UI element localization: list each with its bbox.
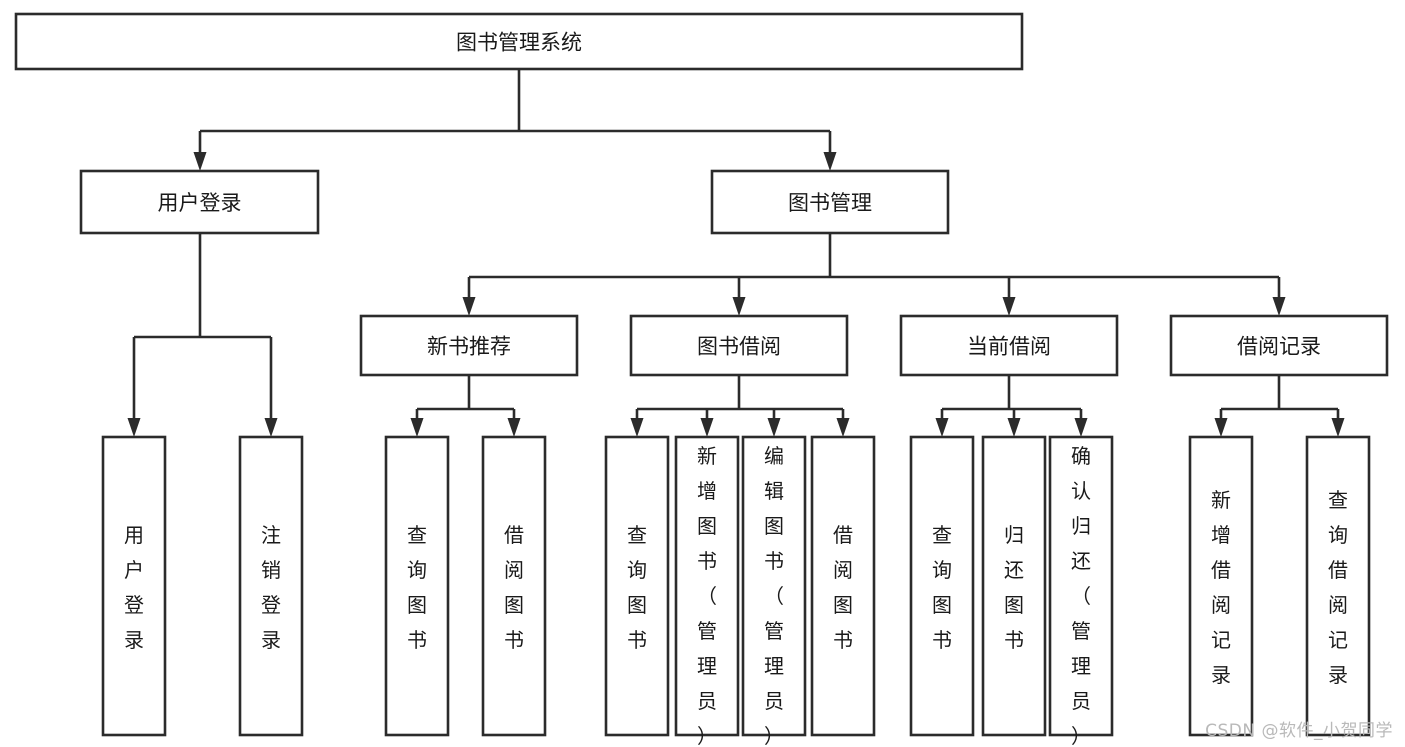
- node-box-leaf-borrow-book-1[interactable]: [481, 435, 547, 737]
- node-leaf-logout[interactable]: 注销登录: [238, 435, 304, 737]
- arrow-head-icon: [1272, 297, 1286, 316]
- node-label-leaf-return-book: 归还图书: [1004, 523, 1024, 652]
- edge-group-root: [193, 69, 837, 171]
- node-label-leaf-confirm-return: 确认归还（管理员）: [1071, 444, 1091, 747]
- node-box-leaf-borrow-book-2[interactable]: [810, 435, 876, 737]
- node-box-leaf-confirm-return[interactable]: [1048, 435, 1114, 737]
- node-label-book-manage: 图书管理: [788, 191, 872, 215]
- edge-group-book-borrow: [630, 375, 850, 437]
- arrow-head-icon: [836, 418, 850, 437]
- node-box-leaf-logout[interactable]: [238, 435, 304, 737]
- node-box-leaf-query-book-2[interactable]: [604, 435, 670, 737]
- node-leaf-add-book[interactable]: 新增图书（管理员）: [674, 435, 740, 747]
- edge-layer: [127, 69, 1345, 437]
- node-label-leaf-add-book: 新增图书（管理员）: [697, 444, 717, 747]
- node-leaf-query-book-1[interactable]: 查询图书: [384, 435, 450, 737]
- node-box-book-borrow[interactable]: [629, 314, 849, 377]
- node-box-leaf-query-book-1[interactable]: [384, 435, 450, 737]
- node-borrow-record[interactable]: 借阅记录: [1169, 314, 1389, 377]
- node-box-borrow-record[interactable]: [1169, 314, 1389, 377]
- arrow-head-icon: [1331, 418, 1345, 437]
- node-label-book-borrow: 图书借阅: [697, 335, 781, 359]
- arrow-head-icon: [1007, 418, 1021, 437]
- arrow-head-icon: [1214, 418, 1228, 437]
- arrow-head-icon: [630, 418, 644, 437]
- node-leaf-query-record[interactable]: 查询借阅记录: [1305, 435, 1371, 737]
- node-book-borrow[interactable]: 图书借阅: [629, 314, 849, 377]
- node-leaf-return-book[interactable]: 归还图书: [981, 435, 1047, 737]
- node-label-leaf-query-record: 查询借阅记录: [1328, 488, 1348, 687]
- node-label-root: 图书管理系统: [456, 31, 582, 55]
- edge-group-current-borrow: [935, 375, 1088, 437]
- node-label-leaf-query-book-1: 查询图书: [407, 523, 427, 652]
- node-label-leaf-user-login: 用户登录: [124, 523, 144, 652]
- node-root[interactable]: 图书管理系统: [14, 12, 1024, 71]
- node-box-leaf-add-record[interactable]: [1188, 435, 1254, 737]
- node-box-user-login[interactable]: [79, 169, 320, 235]
- node-box-leaf-query-book-3[interactable]: [909, 435, 975, 737]
- node-label-current-borrow: 当前借阅: [967, 335, 1051, 359]
- node-box-leaf-edit-book[interactable]: [741, 435, 807, 737]
- node-leaf-add-record[interactable]: 新增借阅记录: [1188, 435, 1254, 737]
- node-box-leaf-return-book[interactable]: [981, 435, 1047, 737]
- node-box-leaf-user-login[interactable]: [101, 435, 167, 737]
- node-label-leaf-borrow-book-2: 借阅图书: [833, 523, 853, 652]
- arrow-head-icon: [193, 152, 207, 171]
- arrow-head-icon: [767, 418, 781, 437]
- arrow-head-icon: [732, 297, 746, 316]
- node-label-leaf-add-record: 新增借阅记录: [1211, 488, 1231, 687]
- node-leaf-user-login[interactable]: 用户登录: [101, 435, 167, 737]
- node-leaf-query-book-2[interactable]: 查询图书: [604, 435, 670, 737]
- watermark-text: CSDN @软件_小贺同学: [1205, 721, 1393, 741]
- arrow-head-icon: [462, 297, 476, 316]
- node-label-leaf-query-book-3: 查询图书: [932, 523, 952, 652]
- node-box-leaf-add-book[interactable]: [674, 435, 740, 737]
- node-label-leaf-query-book-2: 查询图书: [627, 523, 647, 652]
- node-leaf-borrow-book-1[interactable]: 借阅图书: [481, 435, 547, 737]
- arrow-head-icon: [410, 418, 424, 437]
- node-box-current-borrow[interactable]: [899, 314, 1119, 377]
- arrow-head-icon: [823, 152, 837, 171]
- arrow-head-icon: [1002, 297, 1016, 316]
- node-leaf-borrow-book-2[interactable]: 借阅图书: [810, 435, 876, 737]
- arrow-head-icon: [507, 418, 521, 437]
- node-label-user-login: 用户登录: [158, 191, 242, 215]
- edge-group-user-login: [127, 233, 278, 437]
- edge-group-new-book-recommend: [410, 375, 521, 437]
- node-leaf-query-book-3[interactable]: 查询图书: [909, 435, 975, 737]
- node-book-manage[interactable]: 图书管理: [710, 169, 950, 235]
- node-new-book-recommend[interactable]: 新书推荐: [359, 314, 579, 377]
- node-layer: 图书管理系统用户登录图书管理新书推荐图书借阅当前借阅借阅记录用户登录注销登录查询…: [14, 12, 1389, 747]
- node-box-new-book-recommend[interactable]: [359, 314, 579, 377]
- node-label-new-book-recommend: 新书推荐: [427, 335, 511, 359]
- node-label-borrow-record: 借阅记录: [1237, 335, 1321, 359]
- arrow-head-icon: [264, 418, 278, 437]
- node-leaf-edit-book[interactable]: 编辑图书（管理员）: [741, 435, 807, 747]
- edge-group-book-manage: [462, 233, 1286, 316]
- node-user-login[interactable]: 用户登录: [79, 169, 320, 235]
- node-box-root[interactable]: [14, 12, 1024, 71]
- node-label-leaf-borrow-book-1: 借阅图书: [504, 523, 524, 652]
- arrow-head-icon: [1074, 418, 1088, 437]
- arrow-head-icon: [127, 418, 141, 437]
- node-label-leaf-logout: 注销登录: [261, 523, 281, 652]
- node-label-leaf-edit-book: 编辑图书（管理员）: [764, 444, 784, 747]
- node-box-book-manage[interactable]: [710, 169, 950, 235]
- arrow-head-icon: [700, 418, 714, 437]
- edge-group-borrow-record: [1214, 375, 1345, 437]
- node-box-leaf-query-record[interactable]: [1305, 435, 1371, 737]
- node-leaf-confirm-return[interactable]: 确认归还（管理员）: [1048, 435, 1114, 747]
- arrow-head-icon: [935, 418, 949, 437]
- node-current-borrow[interactable]: 当前借阅: [899, 314, 1119, 377]
